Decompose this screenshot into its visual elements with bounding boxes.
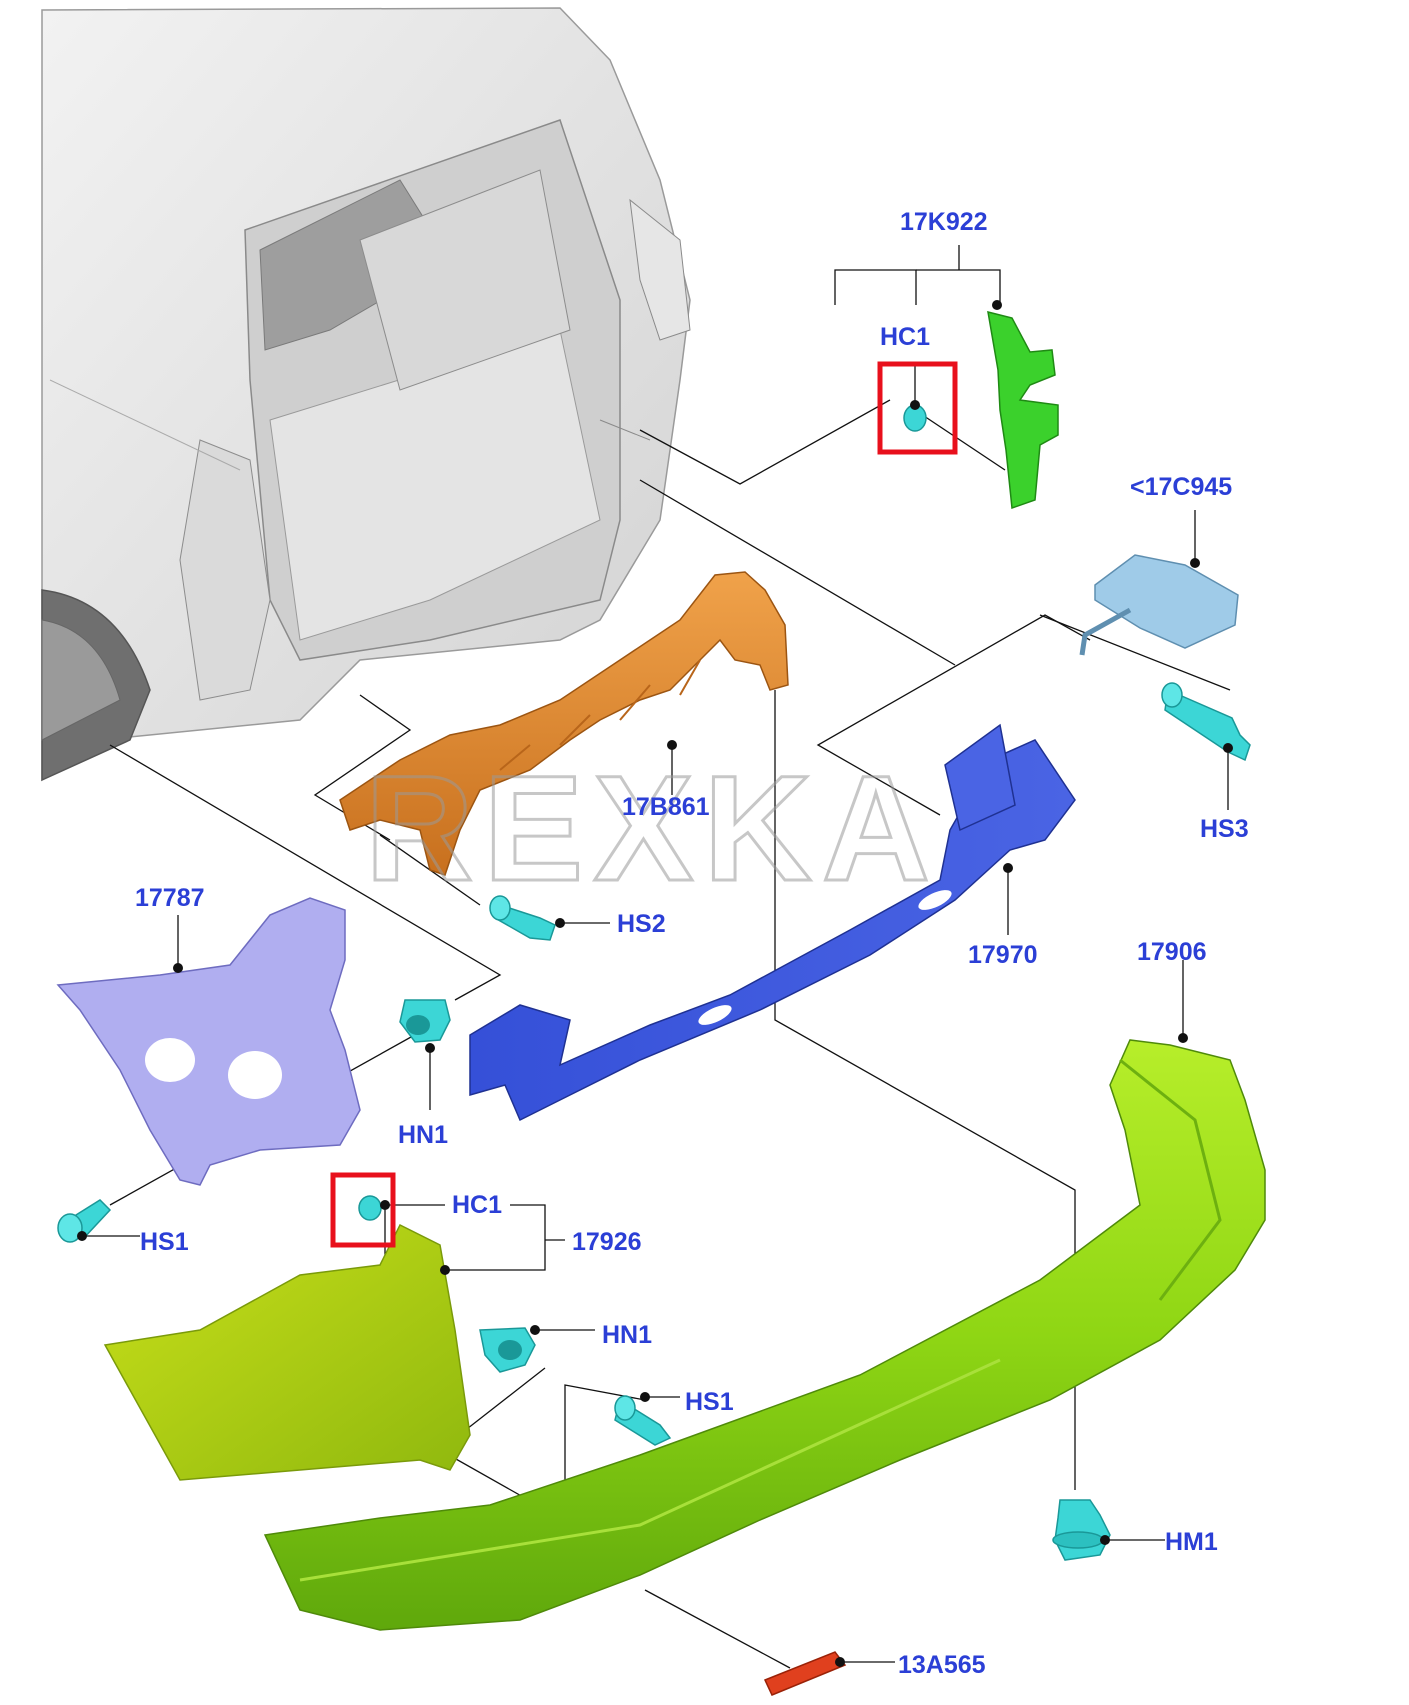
label-17926: 17926: [572, 1228, 642, 1256]
label-hs3: HS3: [1200, 815, 1249, 843]
label-hn1-left: HN1: [398, 1121, 448, 1149]
part-HS2-bolt: [489, 895, 556, 941]
part-HS3-bolt: [1161, 682, 1251, 762]
part-13A565-reflector: [763, 1651, 847, 1696]
part-17970-reinforcement: [469, 723, 1076, 1122]
part-labels: 17K922 HC1 <17C945 17B861 HS3 HS2 17787 …: [135, 208, 1249, 1679]
label-hs2: HS2: [617, 910, 666, 938]
highlight-box-hc1-top: [877, 361, 958, 455]
vehicle-rear-body: [41, 7, 691, 782]
label-hc1-top: HC1: [880, 323, 930, 351]
part-HC1-clip-bottom: [358, 1195, 382, 1221]
part-HM1-fastener: [1052, 1499, 1111, 1561]
label-hm1: HM1: [1165, 1528, 1218, 1556]
label-17B861: 17B861: [622, 793, 710, 821]
label-17C945: <17C945: [1130, 473, 1232, 501]
label-17970: 17970: [968, 941, 1038, 969]
part-HS1-bolt-bottom: [614, 1395, 672, 1446]
label-hc1-bottom: HC1: [452, 1191, 502, 1219]
label-hn1-bottom: HN1: [602, 1321, 652, 1349]
part-17926-corner: [103, 1223, 471, 1481]
leader-dots: [77, 300, 1233, 1667]
part-17906-bumper: [263, 1039, 1266, 1631]
part-17787-side-bracket: [56, 897, 361, 1186]
watermark: REXKA: [365, 744, 940, 912]
leader-lines: [82, 245, 1231, 1669]
label-17906: 17906: [1137, 938, 1207, 966]
label-13A565: 13A565: [898, 1651, 986, 1679]
part-17C945-bracket: [1079, 554, 1239, 656]
label-hs1-bottom: HS1: [685, 1388, 734, 1416]
part-HN1-nut-left: [399, 999, 451, 1043]
part-17B861-absorber: [339, 571, 789, 876]
label-hs1-left: HS1: [140, 1228, 189, 1256]
part-HS1-bolt-left: [57, 1199, 112, 1243]
highlight-box-hc1-bottom: [330, 1172, 396, 1248]
part-HN1-nut-bottom: [479, 1327, 536, 1373]
label-17787: 17787: [135, 884, 205, 912]
label-17K922: 17K922: [900, 208, 988, 236]
part-17K922-bracket: [987, 310, 1059, 510]
